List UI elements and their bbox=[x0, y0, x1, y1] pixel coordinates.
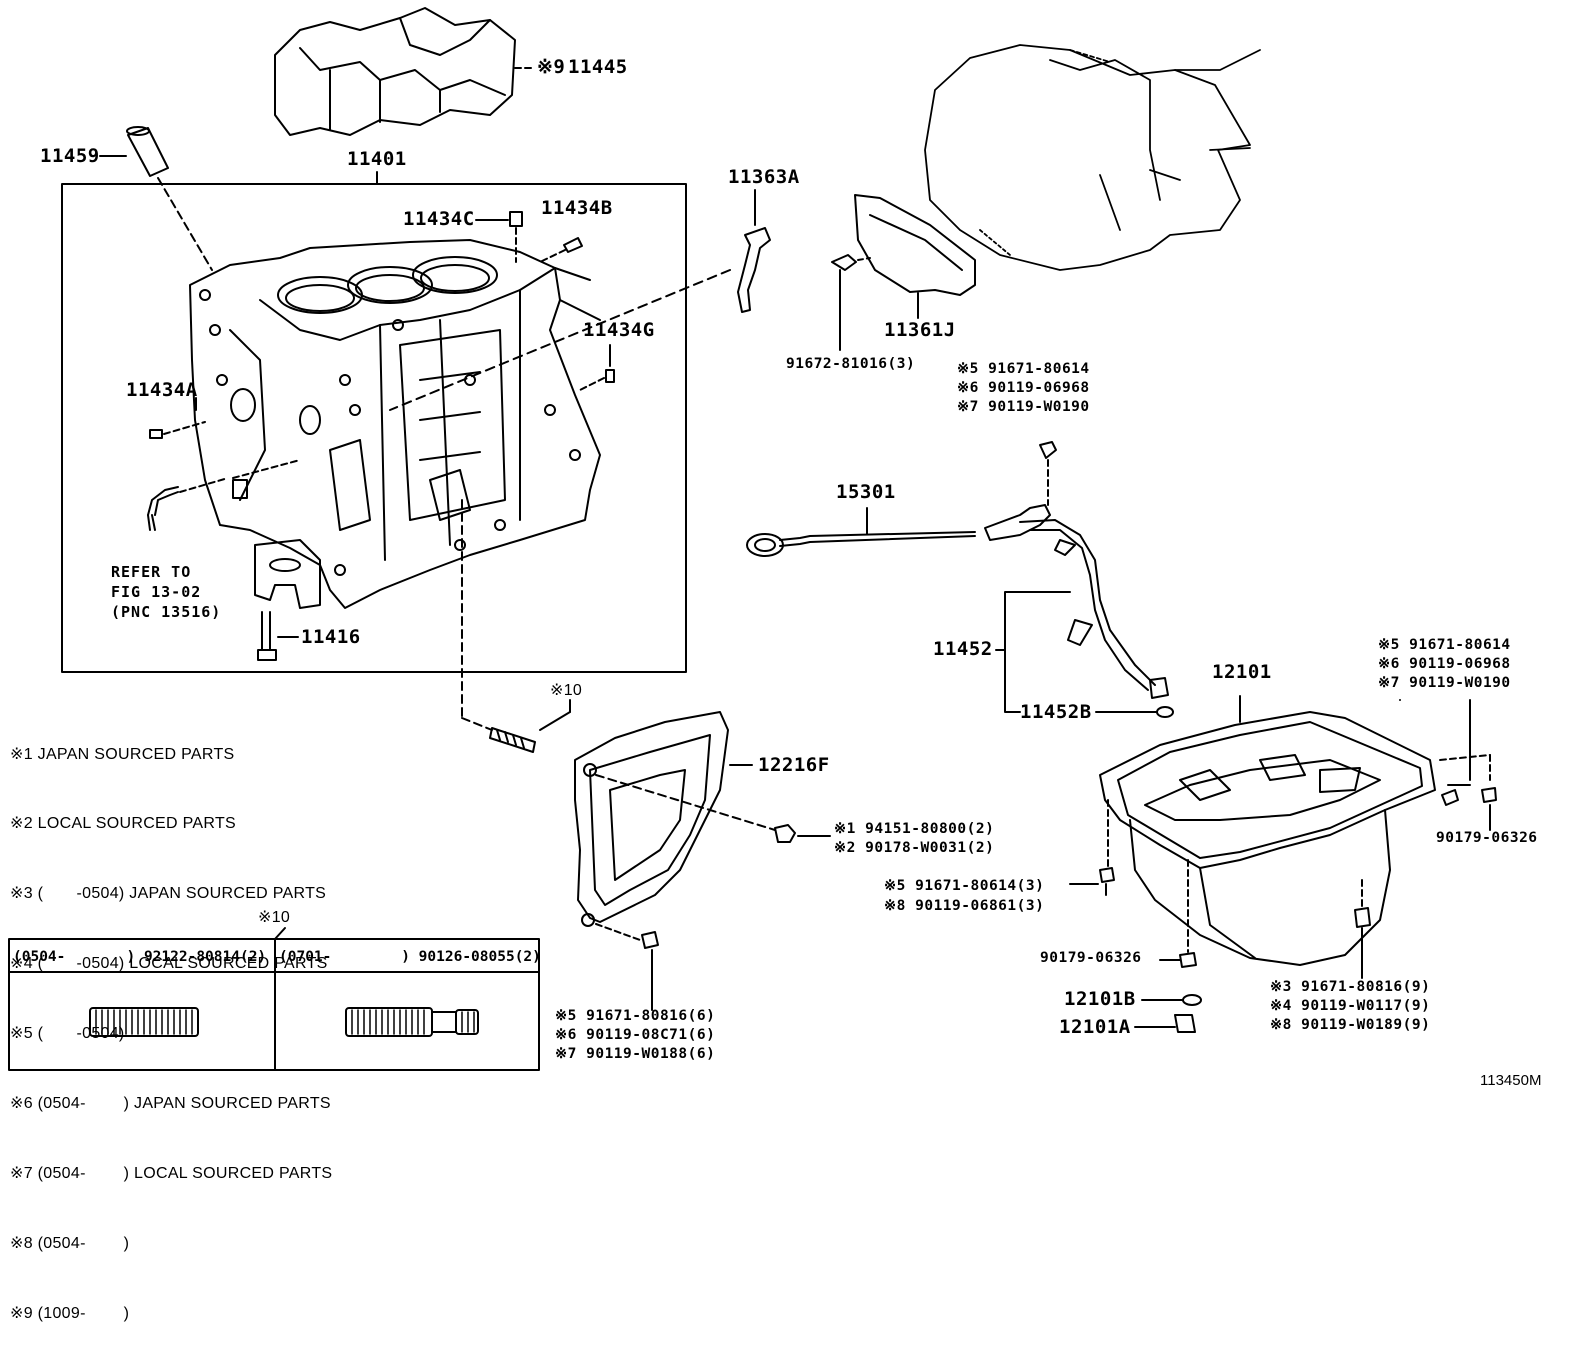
callout-line: ※5 91671-80614(3) bbox=[884, 878, 1045, 894]
diagram-drawing bbox=[8, 7, 1497, 1071]
part-label-11434G[interactable]: 11434G bbox=[583, 319, 655, 341]
part-label-11445[interactable]: 11445 bbox=[568, 56, 628, 78]
part-label-11416[interactable]: 11416 bbox=[301, 626, 361, 648]
knock-pins-drawing bbox=[149, 211, 615, 439]
refer-line: FIG 13-02 bbox=[111, 583, 202, 601]
callout-dipstick-tube-bolt[interactable]: ※5 91671-80614 ※6 90119-06968 ※7 90119-W… bbox=[957, 360, 1090, 417]
bearing-cap-drawing bbox=[254, 539, 321, 661]
part-label-12101[interactable]: 12101 bbox=[1212, 661, 1272, 683]
part-label-90179-right[interactable]: 90179-06326 bbox=[1436, 830, 1538, 846]
refer-line: (PNC 13516) bbox=[111, 603, 222, 621]
note-mark-11445: ※9 bbox=[537, 56, 566, 78]
callout-line: ※6 90119-06968 bbox=[957, 380, 1090, 396]
transmission-housing-drawing bbox=[924, 44, 1261, 271]
part-label-90179-left[interactable]: 90179-06326 bbox=[1040, 950, 1142, 966]
legend-line: ※1 JAPAN SOURCED PARTS bbox=[10, 745, 235, 763]
legend-line: ※8 (0504- ) bbox=[10, 1234, 130, 1252]
legend-line: ※3 ( -0504) JAPAN SOURCED PARTS bbox=[10, 885, 327, 903]
callout-line: ※1 94151-80800(2) bbox=[834, 821, 995, 837]
callout-pan-right-bolt[interactable]: ※5 91671-80614 ※6 90119-06968 ※7 90119-W… bbox=[1378, 636, 1511, 693]
bracket-11363A-drawing bbox=[389, 189, 771, 411]
figure-id: 113450M bbox=[1480, 1072, 1542, 1089]
stiffening-plate-drawing bbox=[461, 499, 831, 1011]
callout-pan-bottom-bolt[interactable]: ※3 91671-80816(9) ※4 90119-W0117(9) ※8 9… bbox=[1270, 978, 1430, 1035]
callout-line: ※2 90178-W0031(2) bbox=[834, 840, 995, 856]
parts-diagram: ※9 11445 11459 11401 11434C 11434B 11434… bbox=[8, 7, 1542, 1322]
stud-table-mark: ※10 bbox=[258, 909, 291, 926]
legend-line: ※2 LOCAL SOURCED PARTS bbox=[10, 815, 236, 833]
oil-level-gauge-drawing bbox=[746, 441, 1174, 718]
part-label-11452B[interactable]: 11452B bbox=[1020, 701, 1092, 723]
part-label-91672[interactable]: 91672-81016(3) bbox=[786, 356, 916, 372]
callout-line: ※5 91671-80614 bbox=[1378, 637, 1511, 653]
stud-table-right-header[interactable]: (0701- ) 90126-08055(2) bbox=[279, 949, 541, 965]
plate-11361J-drawing bbox=[831, 194, 976, 351]
legend-line: ※6 (0504- ) JAPAN SOURCED PARTS bbox=[10, 1095, 331, 1113]
stud-table-left-header[interactable]: (0504- ) 92122-80814(2) bbox=[13, 949, 267, 965]
oil-pan-drawing bbox=[1069, 695, 1497, 1033]
callout-line: ※7 90119-W0190 bbox=[957, 399, 1090, 415]
part-label-12216F[interactable]: 12216F bbox=[758, 754, 830, 776]
callout-line: ※7 90119-W0190 bbox=[1378, 675, 1511, 691]
oil-nozzle-drawing bbox=[147, 459, 301, 531]
part-label-11363A[interactable]: 11363A bbox=[728, 166, 800, 188]
callout-line: ※3 91671-80816(9) bbox=[1270, 979, 1431, 995]
note-mark-10-top: ※10 bbox=[550, 682, 583, 699]
callout-pan-left-bolt[interactable]: ※5 91671-80614(3) ※8 90119-06861(3) bbox=[884, 876, 1044, 916]
legend-line: ※4 ( -0504) LOCAL SOURCED PARTS bbox=[10, 955, 328, 973]
refer-line: REFER TO bbox=[111, 563, 192, 581]
callout-line: ※7 90119-W0188(6) bbox=[555, 1046, 716, 1062]
part-label-11459[interactable]: 11459 bbox=[40, 145, 100, 167]
legend-line: ※9 (1009- ) bbox=[10, 1304, 130, 1322]
callout-line: ※8 90119-W0189(9) bbox=[1270, 1017, 1431, 1033]
legend-line: ※7 (0504- ) LOCAL SOURCED PARTS bbox=[10, 1164, 333, 1182]
part-label-11401[interactable]: 11401 bbox=[347, 148, 407, 170]
stud-table-frame bbox=[8, 927, 540, 1071]
callout-line: ※6 90119-06968 bbox=[1378, 656, 1511, 672]
part-label-11361J[interactable]: 11361J bbox=[884, 319, 956, 341]
callout-line: ※8 90119-06861(3) bbox=[884, 898, 1045, 914]
callout-line: ※5 91671-80614 bbox=[957, 361, 1090, 377]
sleeve-11459-drawing bbox=[99, 126, 213, 271]
legend-line: ※5 ( -0504) bbox=[10, 1025, 125, 1043]
footnote-legend: ※1 JAPAN SOURCED PARTS ※2 LOCAL SOURCED … bbox=[10, 696, 332, 1348]
part-label-15301[interactable]: 15301 bbox=[836, 481, 896, 503]
part-label-11434A[interactable]: 11434A bbox=[126, 379, 198, 401]
cylinder-block-drawing bbox=[189, 239, 601, 609]
part-label-12101A[interactable]: 12101A bbox=[1059, 1016, 1131, 1038]
part-label-11434C[interactable]: 11434C bbox=[403, 208, 475, 230]
part-label-11452[interactable]: 11452 bbox=[933, 638, 993, 660]
callout-line: ※6 90119-08C71(6) bbox=[555, 1027, 716, 1043]
part-label-12101B[interactable]: 12101B bbox=[1064, 988, 1136, 1010]
callout-line: ※5 91671-80816(6) bbox=[555, 1008, 716, 1024]
callout-bolt-12216F[interactable]: ※5 91671-80816(6) ※6 90119-08C71(6) ※7 9… bbox=[555, 1007, 715, 1064]
refer-to-note[interactable]: REFER TO FIG 13-02 (PNC 13516) bbox=[111, 562, 221, 622]
cylinder-block-insulator-drawing bbox=[274, 7, 536, 136]
callout-line: ※4 90119-W0117(9) bbox=[1270, 998, 1431, 1014]
part-label-11434B[interactable]: 11434B bbox=[541, 197, 613, 219]
block-group-frame bbox=[61, 183, 687, 673]
callout-nut-12216F[interactable]: ※1 94151-80800(2) ※2 90178-W0031(2) bbox=[834, 820, 994, 858]
